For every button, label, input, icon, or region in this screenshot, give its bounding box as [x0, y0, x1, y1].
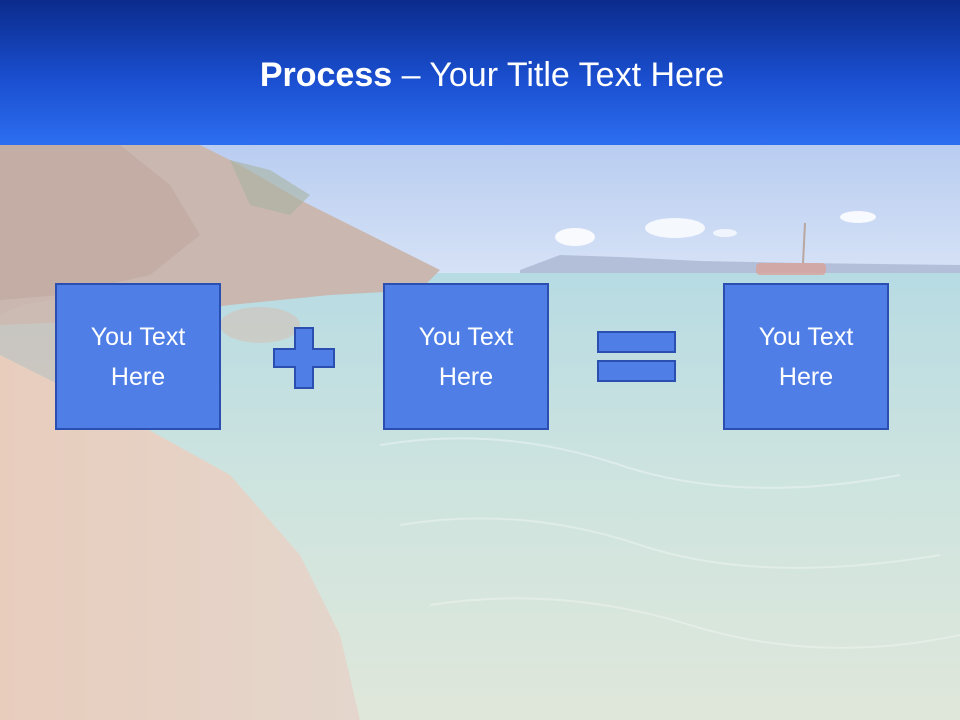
process-box-3-line1: You Text — [758, 322, 854, 351]
title-bold: Process — [259, 56, 393, 94]
process-box-2-line1: You Text — [418, 322, 514, 351]
process-box-1-line2: Here — [110, 362, 166, 391]
equals-icon — [597, 331, 677, 383]
process-box-2-line2: Here — [438, 362, 494, 391]
plus-icon — [273, 327, 335, 389]
background-beach-image — [0, 145, 960, 720]
title-rest: – Your Title Text Here — [392, 56, 725, 94]
process-box-3-line2: Here — [778, 362, 834, 391]
title-bar: Process – Your Title Text Here — [0, 0, 960, 145]
process-box-1-line1: You Text — [90, 322, 186, 351]
slide-title: Process – Your Title Text Here — [0, 52, 960, 98]
